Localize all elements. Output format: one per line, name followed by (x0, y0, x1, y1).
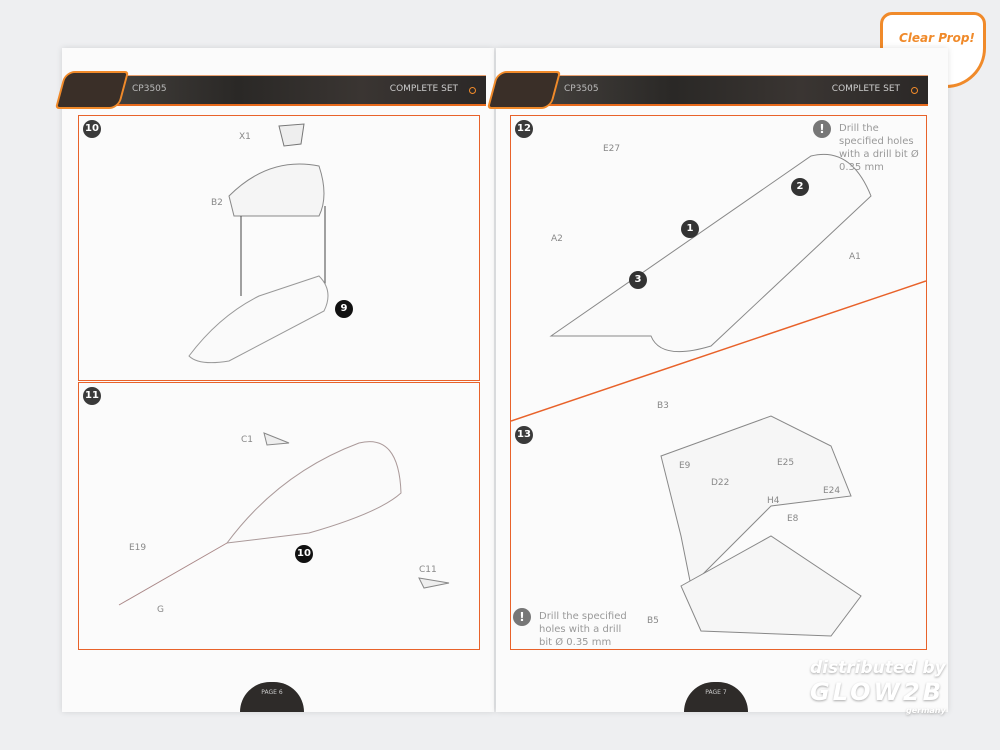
distributor-watermark: distributed by GLOW2B germany (810, 658, 946, 715)
drill-note: Drill the specified holes with a drill b… (839, 123, 919, 173)
callout-number: 1 (681, 220, 699, 238)
part-label: A1 (849, 252, 861, 262)
callout-number: 10 (295, 545, 313, 563)
part-label: G (157, 605, 164, 615)
callout-number: 3 (629, 271, 647, 289)
callout-number: 2 (791, 178, 809, 196)
part-label: X1 (239, 132, 251, 142)
step-number: 10 (83, 120, 101, 138)
part-label: E27 (603, 144, 621, 154)
page-number: PAGE 6 (240, 682, 304, 712)
part-label: E25 (777, 458, 795, 468)
page-header: CP3505 COMPLETE SET (486, 71, 928, 109)
set-label: COMPLETE SET (831, 84, 900, 94)
part-label: E9 (679, 461, 691, 471)
page-header: CP3505 COMPLETE SET (54, 71, 486, 109)
right-page: CP3505 COMPLETE SET 12 E27 A2 A1 1 2 3 !… (486, 48, 948, 712)
step-number: 12 (515, 120, 533, 138)
warning-icon: ! (813, 120, 831, 138)
nose-cone-drawing (118, 432, 450, 606)
set-label: COMPLETE SET (389, 84, 458, 94)
part-label: A2 (551, 234, 563, 244)
part-label: D22 (711, 478, 730, 488)
step-10-panel: 10 X1 B2 9 (78, 115, 480, 381)
part-label: E8 (787, 514, 799, 524)
step-number: 13 (515, 426, 533, 444)
step-divider (511, 153, 926, 637)
product-code: CP3505 (564, 84, 599, 94)
header-logo (54, 71, 130, 109)
canopy-drawing (188, 123, 329, 364)
watermark-line: GLOW2B (810, 678, 945, 706)
product-code: CP3505 (132, 84, 167, 94)
callout-number: 9 (335, 300, 353, 318)
part-label: B3 (657, 401, 669, 411)
header-logo (486, 71, 562, 109)
step-11-panel: 11 C1 C11 E19 G 10 (78, 382, 480, 650)
logo-text: Clear Prop! (899, 31, 975, 45)
steps-12-13-panel: 12 E27 A2 A1 1 2 3 ! Drill the specified… (510, 115, 927, 650)
part-label: E24 (823, 486, 841, 496)
watermark-line: distributed by (810, 658, 946, 678)
watermark-line: germany (905, 706, 946, 715)
page-number: PAGE 7 (684, 682, 748, 712)
drill-note: Drill the specified holes with a drill b… (539, 611, 627, 648)
part-label: E19 (129, 543, 147, 553)
warning-icon: ! (513, 608, 531, 626)
bullet-icon (911, 87, 918, 94)
part-label: H4 (767, 496, 780, 506)
part-label: B2 (211, 198, 223, 208)
left-page: CP3505 COMPLETE SET 10 X1 B2 9 11 C1 C11… (54, 48, 494, 712)
part-label: C1 (241, 435, 254, 445)
part-label: B5 (647, 616, 659, 626)
bullet-icon (469, 87, 476, 94)
part-label: C11 (419, 565, 437, 575)
step-number: 11 (83, 387, 101, 405)
